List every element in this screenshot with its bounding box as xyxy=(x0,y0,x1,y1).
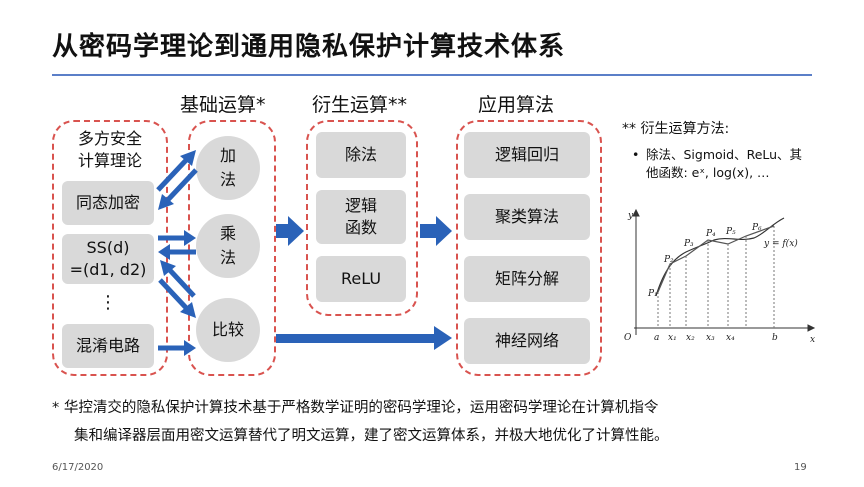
comparison-node: 比较 xyxy=(196,298,260,362)
arrow-derived-to-applications xyxy=(420,216,452,246)
relu-box: ReLU xyxy=(316,256,406,302)
arrow-to-comparison xyxy=(158,260,196,356)
homomorphic-encryption-box: 同态加密 xyxy=(62,181,154,225)
logistic-regression-box: 逻辑回归 xyxy=(464,132,590,178)
function-curve xyxy=(655,217,785,297)
header-basic-ops: 基础运算* xyxy=(180,94,266,116)
arrow-compare-to-nn xyxy=(276,326,452,350)
title-divider xyxy=(52,74,812,76)
neural-network-box: 神经网络 xyxy=(464,318,590,364)
mpc-theory-label: 多方安全 计算理论 xyxy=(77,129,142,170)
footnote: * 华控清交的隐私保护计算技术基于严格数学证明的密码学理论，运用密码学理论在计算… xyxy=(52,400,669,444)
side-note-title: ** 衍生运算方法: xyxy=(622,121,730,137)
side-note-bullet: • xyxy=(632,147,640,162)
garbled-circuit-box: 混淆电路 xyxy=(62,324,154,368)
secret-sharing-box: SS(d) =(d1, d2) xyxy=(62,234,154,284)
y-axis-arrow xyxy=(632,208,640,217)
side-note-text: 除法、Sigmoid、ReLu、其 他函数: eˣ, log(x), … xyxy=(646,147,803,180)
header-derived-ops: 衍生运算** xyxy=(312,94,408,116)
plot-point-2: P₂ xyxy=(663,255,674,265)
division-box: 除法 xyxy=(316,132,406,178)
multiplication-node: 乘 法 xyxy=(196,214,260,278)
logic-function-box: 逻辑 函数 xyxy=(316,190,406,244)
plot-x-label: x xyxy=(810,335,815,345)
arrow-to-addition xyxy=(156,150,198,210)
plot-point-3: P₃ xyxy=(683,239,694,249)
arrow-basic-to-derived xyxy=(276,216,304,246)
page-title: 从密码学理论到通用隐私保护计算技术体系 xyxy=(52,32,566,62)
derived-ops-panel xyxy=(306,120,418,316)
page-number: 19 xyxy=(794,462,807,473)
plot-point-5: P₅ xyxy=(725,227,736,237)
arrow-to-multiplication xyxy=(158,230,196,260)
approximation-plot: y x O y = f(x) P₁ P₂ P₃ P₄ P₅ P₆ a x₁ x₂… xyxy=(624,208,816,345)
applications-panel xyxy=(456,120,602,376)
basic-ops-panel xyxy=(188,120,276,376)
plot-origin-label: O xyxy=(624,333,632,343)
plot-y-label: y xyxy=(627,211,634,221)
x-axis-arrow xyxy=(807,324,816,332)
plot-point-4: P₄ xyxy=(705,229,716,239)
addition-node: 加 法 xyxy=(196,136,260,200)
plot-tick-a: a xyxy=(654,333,659,343)
plot-curve-label: y = f(x) xyxy=(763,238,798,249)
grid-verticals xyxy=(657,226,775,328)
plot-point-6: P₆ xyxy=(751,223,762,233)
ellipsis: ⋮ xyxy=(99,292,117,313)
plot-tick-x3: x₃ xyxy=(706,333,715,343)
plot-point-1: P₁ xyxy=(647,289,658,299)
matrix-factorization-box: 矩阵分解 xyxy=(464,256,590,302)
plot-tick-x2: x₂ xyxy=(686,333,695,343)
plot-tick-x1: x₁ xyxy=(668,333,677,343)
header-applications: 应用算法 xyxy=(478,94,555,116)
clustering-box: 聚类算法 xyxy=(464,194,590,240)
plot-tick-x4: x₄ xyxy=(726,333,735,343)
footer-date: 6/17/2020 xyxy=(52,462,104,473)
plot-tick-b: b xyxy=(772,333,778,343)
